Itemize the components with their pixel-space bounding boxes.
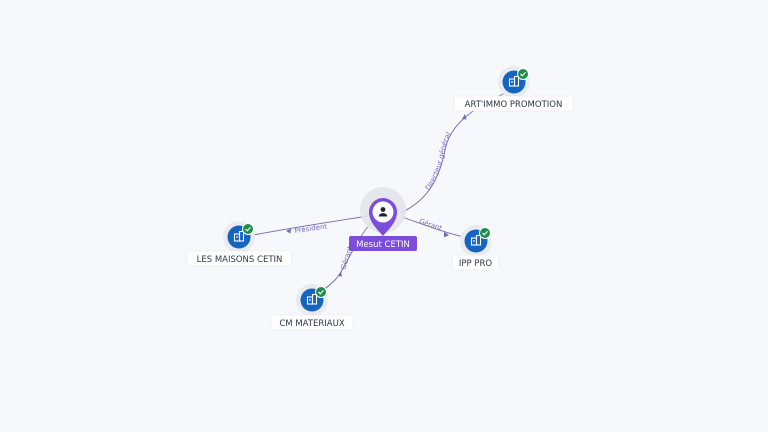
company-node-art-immo[interactable] — [498, 66, 530, 98]
edge-label-maisons: Président — [294, 222, 328, 235]
company-node-ipp-pro[interactable] — [460, 225, 492, 257]
company-label-cm-materiaux[interactable]: CM MATERIAUX — [270, 314, 354, 331]
company-icon — [508, 75, 520, 87]
company-icon — [306, 293, 318, 305]
company-label-ipp-pro[interactable]: IPP PRO — [451, 254, 500, 271]
arrow-art — [462, 114, 467, 120]
edge-label-art: Directeur général — [424, 131, 453, 192]
company-node-cm-materiaux[interactable] — [296, 284, 328, 316]
svg-text:ART'IMMO PROMOTION: ART'IMMO PROMOTION — [465, 100, 563, 110]
person-icon — [378, 207, 388, 217]
edge-label-ipp: Gérant — [418, 217, 443, 232]
check-badge-icon — [242, 223, 254, 235]
company-label-les-maisons[interactable]: LES MAISONS CETIN — [186, 250, 293, 267]
person-label[interactable]: Mesut CETIN — [349, 236, 417, 251]
arrow-ipp — [444, 232, 449, 238]
check-badge-icon — [479, 227, 491, 239]
person-node[interactable] — [360, 187, 406, 236]
company-label-art-immo[interactable]: ART'IMMO PROMOTION — [453, 95, 574, 112]
edge-arrows — [286, 114, 467, 277]
svg-text:LES MAISONS CETIN: LES MAISONS CETIN — [197, 255, 283, 265]
arrow-maisons — [286, 228, 291, 234]
check-badge-icon — [315, 286, 327, 298]
check-badge-icon — [517, 68, 529, 80]
svg-text:IPP PRO: IPP PRO — [459, 259, 492, 269]
svg-text:CM MATERIAUX: CM MATERIAUX — [279, 319, 344, 329]
arrow-cm — [338, 271, 342, 277]
company-node-les-maisons[interactable] — [223, 221, 255, 253]
svg-text:Mesut CETIN: Mesut CETIN — [356, 240, 410, 250]
company-icon — [233, 230, 245, 242]
company-icon — [470, 234, 482, 246]
